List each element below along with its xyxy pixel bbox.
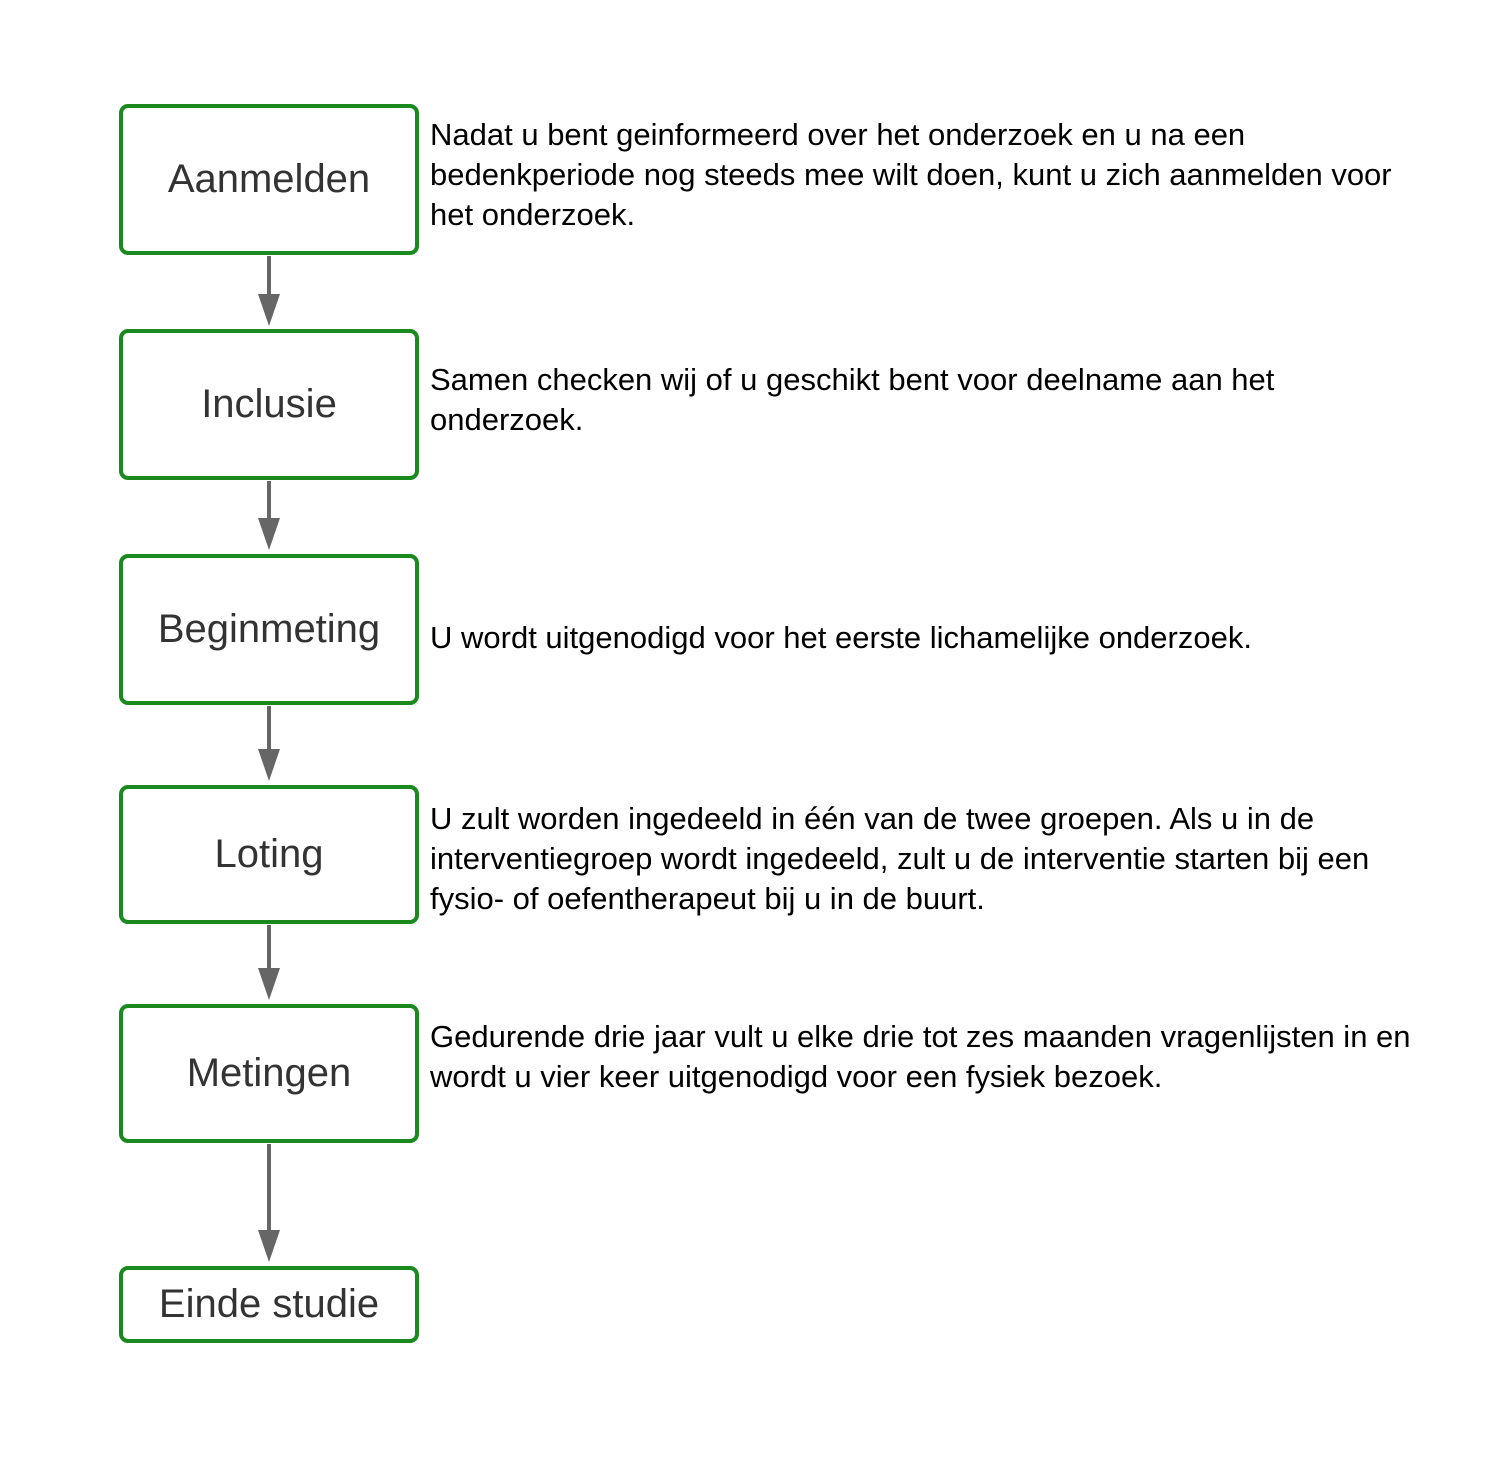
- step-box-metingen: Metingen: [119, 1004, 419, 1143]
- arrow-inclusie-to-beginmeting: [258, 481, 280, 550]
- step-box-einde-studie: Einde studie: [119, 1266, 419, 1343]
- step-box-aanmelden: Aanmelden: [119, 104, 419, 255]
- step-label: Loting: [214, 832, 324, 876]
- step-label: Aanmelden: [167, 157, 371, 201]
- step-description: Nadat u bent geinformeerd over het onder…: [430, 117, 1392, 232]
- step-description: Samen checken wij of u geschikt bent voo…: [430, 362, 1275, 437]
- arrow-aanmelden-to-inclusie: [258, 256, 280, 326]
- arrow-loting-to-metingen: [258, 925, 280, 1000]
- step-label: Einde studie: [158, 1282, 380, 1326]
- step-description: Gedurende drie jaar vult u elke drie tot…: [430, 1019, 1411, 1094]
- step-box-inclusie: Inclusie: [119, 329, 419, 480]
- step-box-loting: Loting: [119, 785, 419, 924]
- step-label: Beginmeting: [157, 607, 381, 651]
- step-description: U zult worden ingedeeld in één van de tw…: [430, 801, 1370, 916]
- step-box-beginmeting: Beginmeting: [119, 554, 419, 705]
- step-description: U wordt uitgenodigd voor het eerste lich…: [430, 620, 1252, 655]
- step-label: Inclusie: [201, 382, 337, 426]
- arrow-metingen-to-einde: [258, 1144, 280, 1262]
- step-label: Metingen: [186, 1051, 352, 1095]
- arrow-beginmeting-to-loting: [258, 706, 280, 781]
